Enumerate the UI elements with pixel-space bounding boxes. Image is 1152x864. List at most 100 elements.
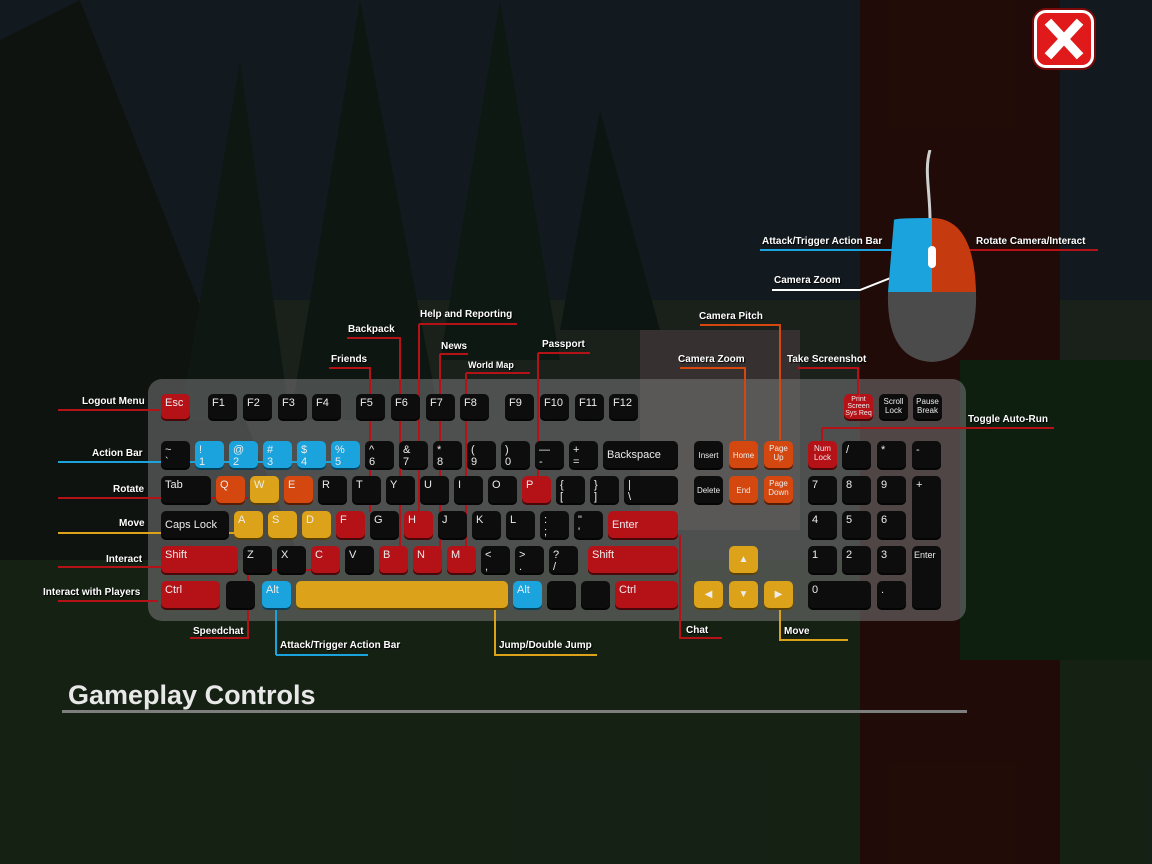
key-o: O	[488, 476, 517, 505]
key-0: )0	[501, 441, 530, 470]
arrow-down-icon: ▼	[729, 581, 758, 610]
label-attack-bottom: Attack/Trigger Action Bar	[280, 640, 400, 651]
line-take-screenshot	[798, 368, 858, 394]
key-z: Z	[243, 546, 272, 575]
key-np-5: 5	[842, 511, 871, 540]
key-semicolon: :;	[540, 511, 569, 540]
arrow-up-icon: ▲	[729, 546, 758, 575]
key-i: I	[454, 476, 483, 505]
label-take-screenshot: Take Screenshot	[787, 354, 866, 365]
key-np-1: 1	[808, 546, 837, 575]
key-7: &7	[399, 441, 428, 470]
mouse-icon	[884, 150, 984, 366]
key-f12: F12	[609, 394, 638, 421]
key-f6: F6	[391, 394, 420, 421]
arrow-right-icon: ▶	[764, 581, 793, 610]
key-s: S	[268, 511, 297, 540]
line-camera-pitch	[700, 325, 780, 440]
key-l: L	[506, 511, 535, 540]
label-toggle-autorun: Toggle Auto-Run	[968, 414, 1048, 425]
label-logout-menu: Logout Menu	[82, 396, 145, 407]
close-button[interactable]	[1034, 10, 1094, 68]
key-t: T	[352, 476, 381, 505]
label-help-reporting: Help and Reporting	[420, 309, 512, 320]
key-np-0: 0	[808, 581, 871, 610]
label-action-bar: Action Bar	[92, 448, 143, 459]
key-backspace: Backspace	[603, 441, 678, 470]
key-spacebar	[296, 581, 508, 610]
key-m: M	[447, 546, 476, 575]
key-g: G	[370, 511, 399, 540]
key-b: B	[379, 546, 408, 575]
key-e: E	[284, 476, 313, 505]
key-left-shift: Shift	[161, 546, 238, 575]
key-f10: F10	[540, 394, 569, 421]
key-h: H	[404, 511, 433, 540]
key-menu	[581, 581, 610, 610]
key-9: (9	[467, 441, 496, 470]
key-rbracket: }]	[590, 476, 619, 505]
close-x-icon	[1037, 13, 1091, 65]
key-f: F	[336, 511, 365, 540]
key-insert: Insert	[694, 441, 723, 470]
label-news: News	[441, 341, 467, 352]
key-right-win	[547, 581, 576, 610]
key-f1: F1	[208, 394, 237, 421]
key-6: ^6	[365, 441, 394, 470]
key-n: N	[413, 546, 442, 575]
key-1: !1	[195, 441, 224, 470]
key-f11: F11	[575, 394, 604, 421]
key-3: #3	[263, 441, 292, 470]
key-f4: F4	[312, 394, 341, 421]
key-right-ctrl: Ctrl	[615, 581, 678, 610]
key-left-alt: Alt	[262, 581, 291, 610]
key-np-2: 2	[842, 546, 871, 575]
key-left-win	[226, 581, 255, 610]
key-esc: Esc	[161, 394, 190, 421]
key-caps-lock: Caps Lock	[161, 511, 229, 540]
key-np-4: 4	[808, 511, 837, 540]
page-title: Gameplay Controls	[68, 680, 316, 711]
key-5: %5	[331, 441, 360, 470]
label-rotate: Rotate	[113, 484, 144, 495]
key-np-6: 6	[877, 511, 906, 540]
key-tilde: ~`	[161, 441, 190, 470]
key-home: Home	[729, 441, 758, 470]
label-passport: Passport	[542, 339, 585, 350]
key-quote: "'	[574, 511, 603, 540]
key-enter: Enter	[608, 511, 678, 540]
key-a: A	[234, 511, 263, 540]
key-end: End	[729, 476, 758, 505]
key-c: C	[311, 546, 340, 575]
label-camera-zoom-keys: Camera Zoom	[678, 354, 745, 365]
label-jump: Jump/Double Jump	[499, 640, 592, 651]
key-2: @2	[229, 441, 258, 470]
key-w: W	[250, 476, 279, 505]
key-f7: F7	[426, 394, 455, 421]
label-friends: Friends	[331, 354, 367, 365]
key-np-star: *	[877, 441, 906, 470]
key-u: U	[420, 476, 449, 505]
key-right-alt: Alt	[513, 581, 542, 610]
key-k: K	[472, 511, 501, 540]
key-tab: Tab	[161, 476, 211, 505]
key-d: D	[302, 511, 331, 540]
key-np-minus: -	[912, 441, 941, 470]
key-q: Q	[216, 476, 245, 505]
key-8: *8	[433, 441, 462, 470]
key-comma: <,	[481, 546, 510, 575]
key-x: X	[277, 546, 306, 575]
key-equals: +=	[569, 441, 598, 470]
key-left-ctrl: Ctrl	[161, 581, 220, 610]
key-period: >.	[515, 546, 544, 575]
key-y: Y	[386, 476, 415, 505]
key-np-9: 9	[877, 476, 906, 505]
key-delete: Delete	[694, 476, 723, 505]
label-interact: Interact	[106, 554, 142, 565]
